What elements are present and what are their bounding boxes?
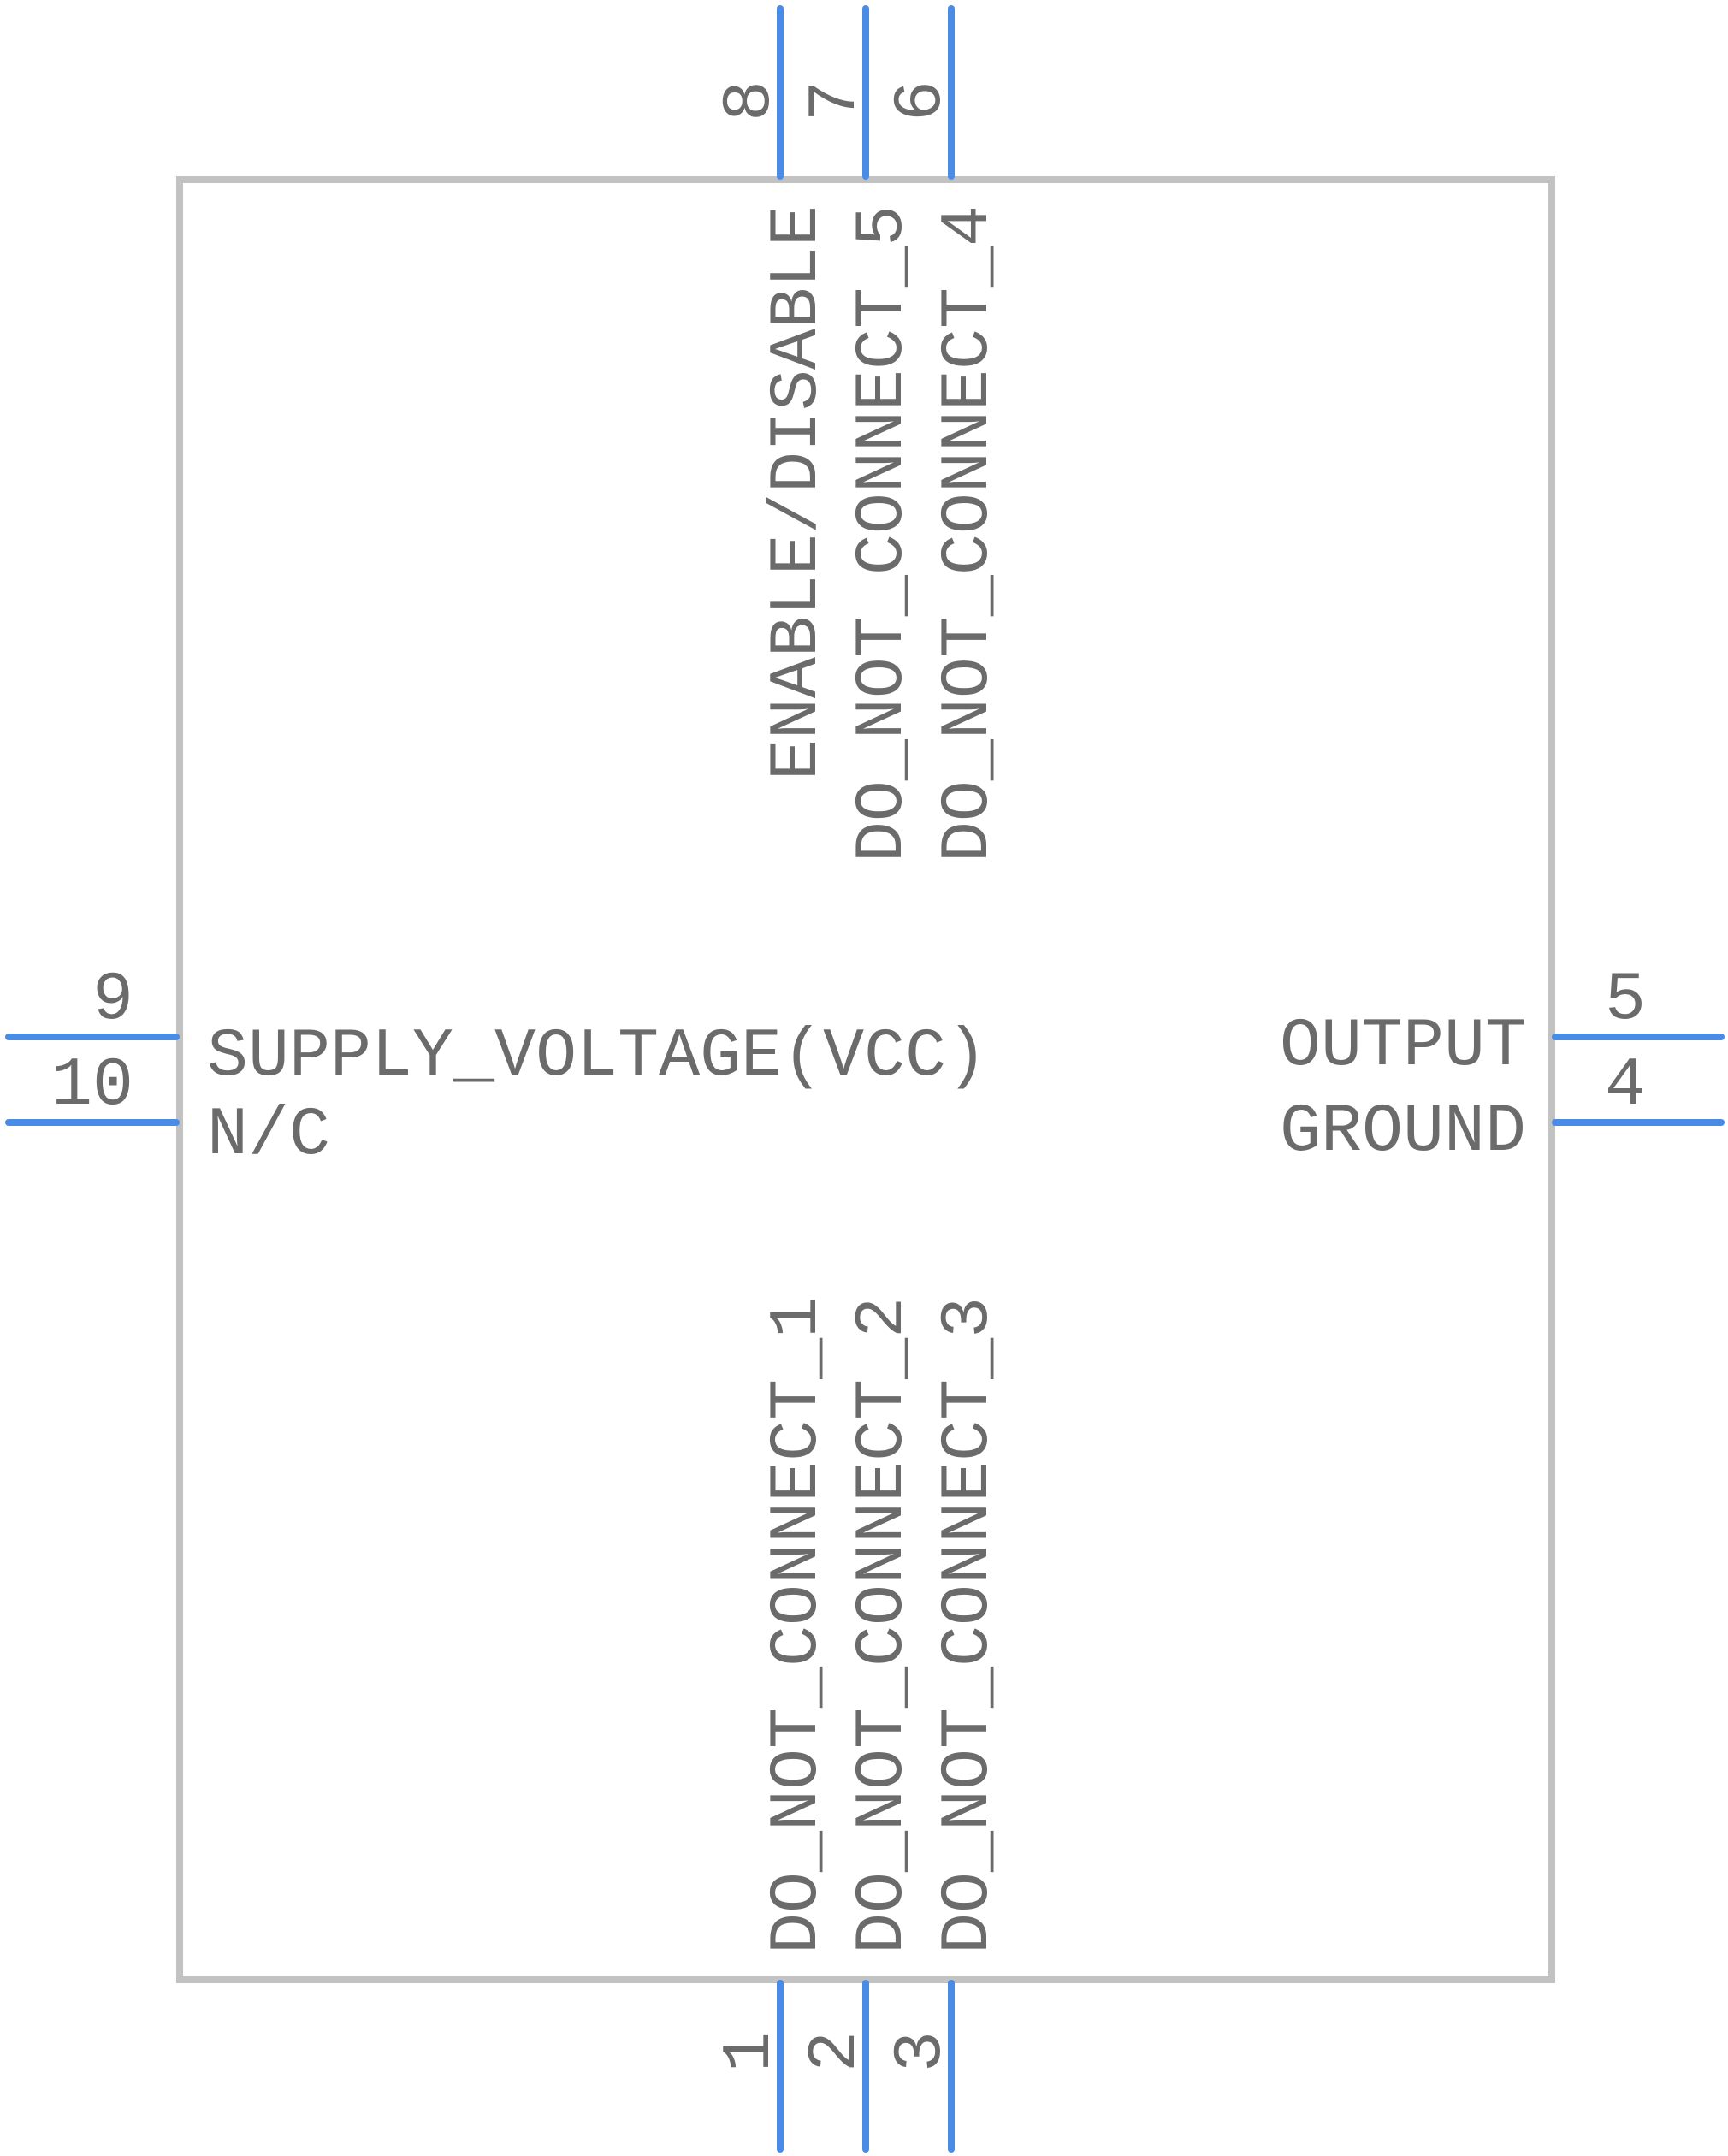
pin-1-label: DO_NOT_CONNECT_1: [759, 1297, 837, 1954]
pin-8-label: ENABLE/DISABLE: [759, 205, 837, 780]
pin-3-number: 3: [883, 2031, 961, 2072]
pin-5-number: 5: [1605, 962, 1646, 1040]
pin-8-number: 8: [712, 80, 790, 121]
pin-2-number: 2: [797, 2031, 875, 2072]
pin-4-number: 4: [1605, 1047, 1646, 1125]
pin-4-label: GROUND: [1280, 1093, 1526, 1171]
pin-6-label: DO_NOT_CONNECT_4: [930, 205, 1008, 862]
pin-7-label: DO_NOT_CONNECT_5: [844, 205, 922, 862]
pin-6-number: 6: [883, 80, 961, 121]
pin-1-number: 1: [712, 2031, 790, 2072]
pin-7-number: 7: [797, 80, 875, 121]
pin-5-label: OUTPUT: [1280, 1008, 1526, 1086]
pin-2-label: DO_NOT_CONNECT_2: [844, 1297, 922, 1954]
pin-3-label: DO_NOT_CONNECT_3: [930, 1297, 1008, 1954]
pin-10-number: 10: [51, 1047, 133, 1125]
pin-9-number: 9: [92, 962, 133, 1040]
pin-9-label: SUPPLY_VOLTAGE(VCC): [207, 1018, 987, 1096]
pin-10-label: N/C: [207, 1097, 330, 1175]
